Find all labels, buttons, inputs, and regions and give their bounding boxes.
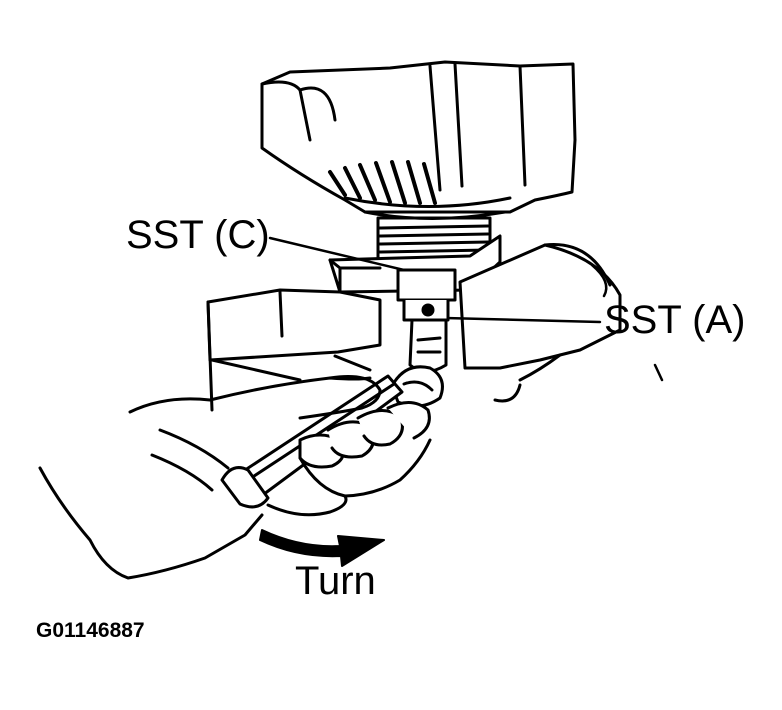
sst-c-label: SST (C) xyxy=(126,213,270,257)
figure-id: G01146887 xyxy=(36,619,145,642)
sst-a-label: SST (A) xyxy=(604,298,746,342)
hand xyxy=(38,375,432,580)
leader-lines xyxy=(268,236,664,382)
alternator-body xyxy=(260,60,577,214)
right-vise-block xyxy=(458,243,622,403)
sst-a-socket xyxy=(396,268,457,373)
wrench-joint xyxy=(390,365,444,408)
turn-label: Turn xyxy=(295,559,376,603)
left-vise-block xyxy=(206,288,382,412)
turn-arrow-icon xyxy=(259,529,385,567)
